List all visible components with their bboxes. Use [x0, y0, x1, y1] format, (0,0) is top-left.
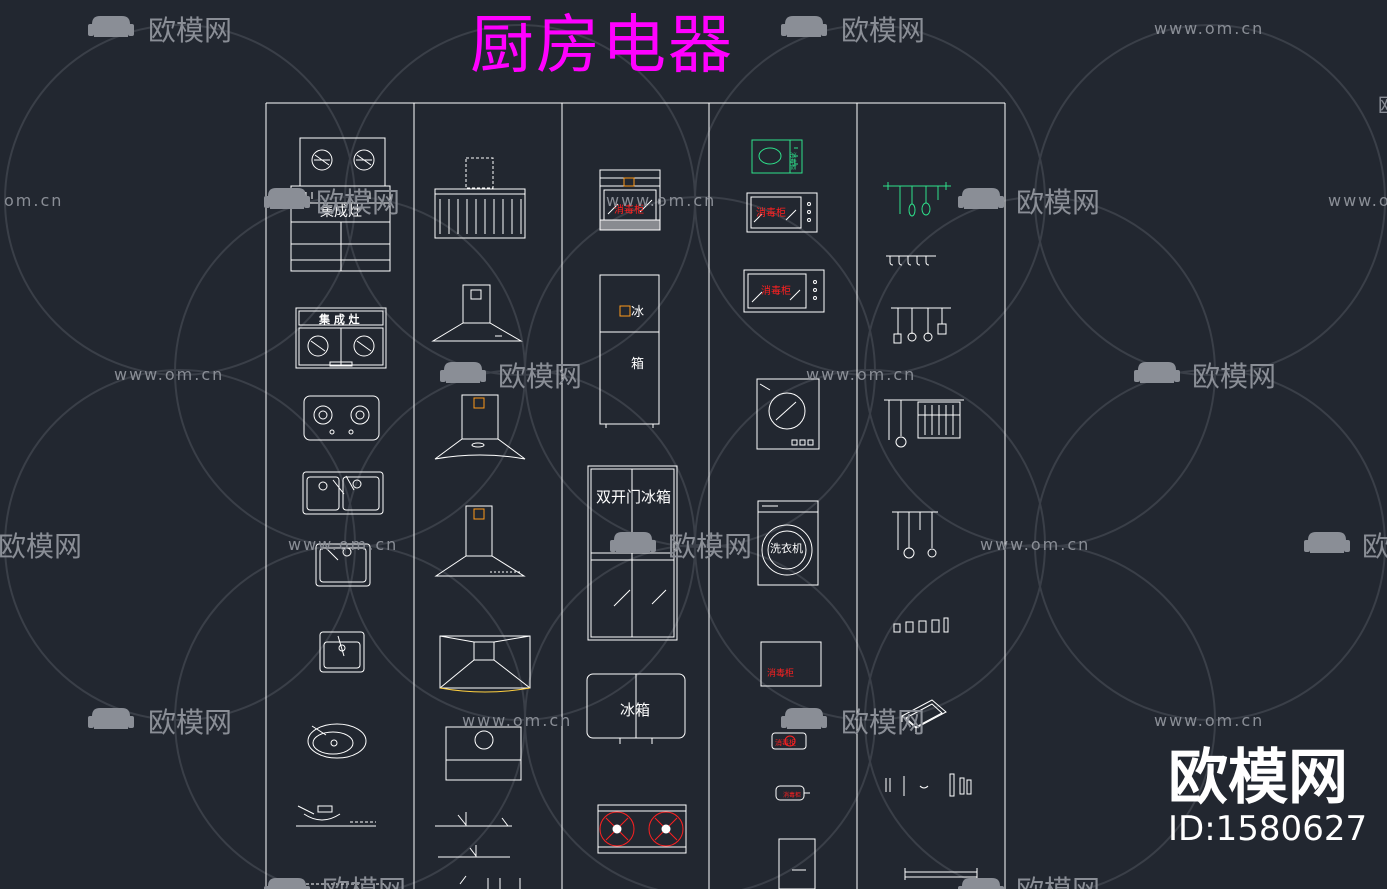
label-sterilizer-4: 消毒柜	[775, 738, 796, 747]
utensil-rack-4	[892, 511, 938, 559]
microwave-1	[746, 192, 818, 233]
faucet-2	[438, 845, 510, 858]
hook-bar	[886, 255, 936, 266]
fridge-upright	[599, 274, 660, 428]
wm-url-1: www.om.cn	[1154, 19, 1264, 38]
wm-brand-5: 欧模网	[498, 360, 582, 393]
wm-brand-11: 欧模网	[841, 706, 925, 739]
utensil-rack-green	[883, 182, 951, 217]
wm-url-2: om.cn	[4, 191, 63, 210]
wm-url-4: www.om.cn	[1328, 191, 1387, 210]
bottom-fragment-2	[459, 875, 521, 889]
wm-url-8: www.om.cn	[980, 535, 1090, 554]
wm-brand-12: 欧模网	[322, 874, 406, 889]
microwave-2	[743, 269, 825, 313]
wm-brand-partial-1: 欧	[1378, 93, 1387, 117]
wm-url-3: www.om.cn	[606, 191, 716, 210]
hood-3	[434, 394, 526, 460]
induction-cooker	[756, 378, 820, 450]
wm-url-5: www.om.cn	[114, 365, 224, 384]
cooktop	[760, 641, 822, 687]
tall-appliance	[778, 838, 816, 889]
label-integrated-stove-1: 集成灶	[320, 203, 362, 220]
wm-url-7: www.om.cn	[288, 535, 398, 554]
wm-url-6: www.om.cn	[806, 365, 916, 384]
single-sink	[315, 543, 371, 587]
hood-4	[434, 505, 526, 577]
label-dishwasher: 洗衣机	[770, 541, 803, 555]
label-sterilizer-3: 消毒柜	[767, 667, 794, 679]
label-sterilizer-5: 消毒柜	[783, 791, 801, 799]
wm-brand-10: 欧模网	[148, 706, 232, 739]
label-double-door-fridge: 双开门冰箱	[596, 488, 671, 506]
double-door-fridge	[587, 465, 678, 641]
wm-brand-3: 欧模网	[316, 186, 400, 219]
hood-2	[431, 284, 523, 342]
watermark-arcs	[4, 24, 1386, 889]
small-canisters	[893, 617, 949, 633]
watermarks: 欧模网 欧模网 www.om.cn om.cn 欧模网 www.om.cn 欧模…	[0, 14, 1387, 889]
cutlery-set	[885, 773, 972, 797]
label-sterilizer-green: 消毒柜	[789, 152, 797, 170]
dish-tray	[901, 699, 947, 734]
small-sink	[319, 631, 365, 673]
fridge-side	[586, 673, 686, 744]
page-title: 厨房电器	[470, 9, 734, 83]
integrated-stove-2	[295, 307, 387, 369]
wm-brand-1: 欧模网	[148, 14, 232, 47]
ventilation-fans	[597, 804, 687, 854]
wok	[296, 805, 376, 827]
wm-brand-8: 欧模网	[668, 530, 752, 563]
column-utensils	[883, 182, 978, 880]
utensil-rack-3	[884, 399, 964, 448]
wm-brand-9: 欧模网	[1362, 530, 1387, 563]
label-fridge: 冰箱	[620, 701, 650, 719]
label-sterilizer-1: 消毒柜	[756, 206, 786, 219]
model-id: ID:1580627	[1168, 809, 1368, 849]
drawing-labels: 集成灶 集 成 灶 冰 箱 双开门冰箱 冰箱 消毒柜 消毒柜 消毒柜 消毒柜 消…	[318, 152, 803, 799]
faucet-1	[435, 812, 512, 827]
integrated-stove-1	[290, 137, 391, 272]
microwave-green	[751, 139, 803, 174]
label-sterilizer-2: 消毒柜	[761, 284, 791, 297]
label-fridge-ice: 冰	[631, 305, 644, 320]
utensil-rack-2	[891, 307, 951, 344]
grid-frame	[265, 102, 1006, 889]
wm-brand-4: 欧模网	[1016, 186, 1100, 219]
hood-1	[434, 157, 526, 239]
gas-hob	[303, 395, 380, 441]
wm-brand-13: 欧模网	[1016, 874, 1100, 889]
wm-url-9: www.om.cn	[462, 711, 572, 730]
column-range-hoods	[431, 157, 531, 889]
wm-url-10: www.om.cn	[1154, 711, 1264, 730]
round-sink	[307, 723, 367, 759]
label-sterilizer-oven: 消毒柜	[614, 203, 644, 216]
column-appliances	[743, 139, 825, 889]
wm-brand-7: 欧模网	[0, 530, 82, 563]
column-fridges	[586, 169, 687, 854]
wm-brand-6: 欧模网	[1192, 360, 1276, 393]
built-in-oven	[599, 169, 661, 231]
column-stoves-sinks	[290, 137, 391, 885]
brand-logo: 欧模网	[1168, 743, 1348, 813]
small-appliance-1	[771, 732, 807, 750]
washing-machine	[757, 500, 819, 586]
label-integrated-stove-2: 集 成 灶	[318, 312, 360, 326]
double-sink	[302, 471, 384, 515]
wm-brand-2: 欧模网	[841, 14, 925, 47]
hood-5	[439, 635, 531, 693]
label-fridge-box: 箱	[631, 356, 644, 372]
hood-6	[445, 726, 522, 781]
small-appliance-2	[775, 785, 810, 801]
